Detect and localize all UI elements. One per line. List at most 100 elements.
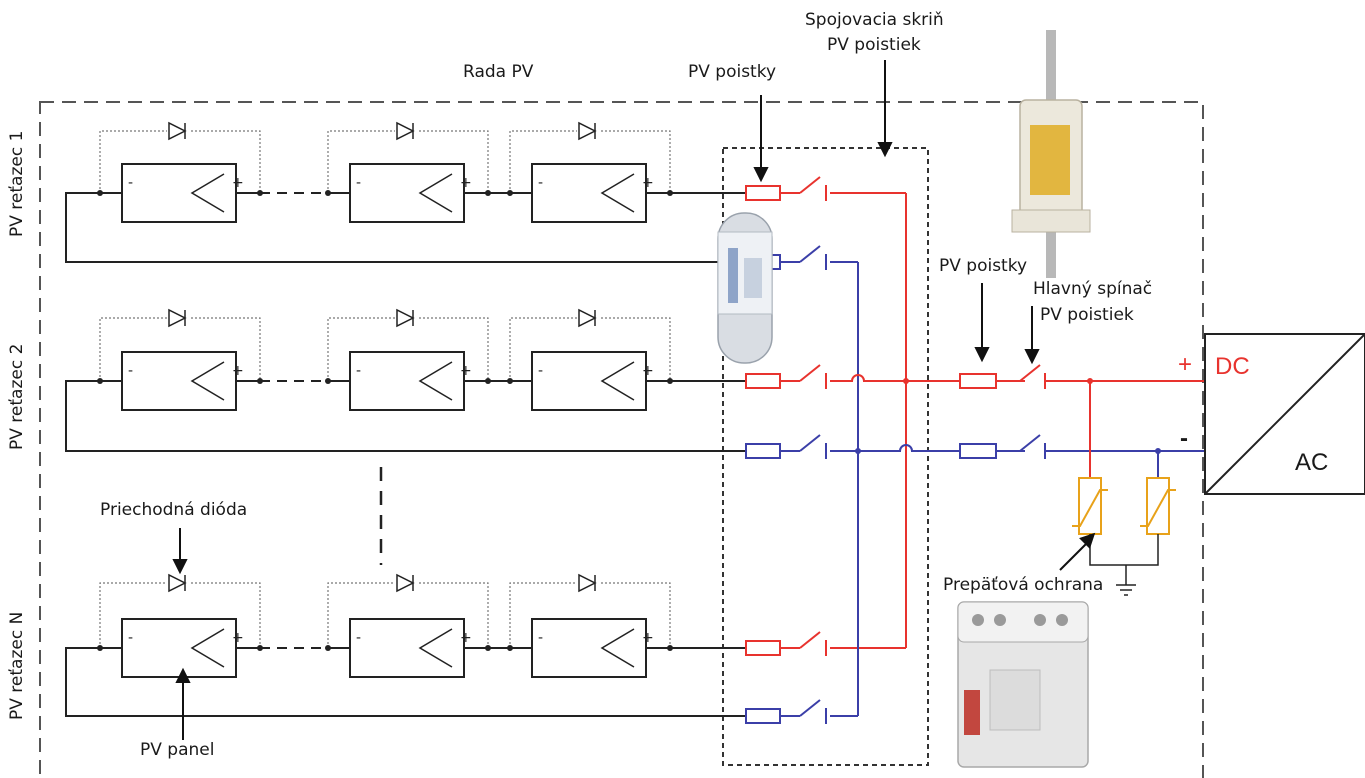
string-fuse-negative bbox=[745, 443, 781, 459]
diode-icon bbox=[578, 308, 597, 328]
node bbox=[485, 190, 491, 196]
bypass-wire bbox=[509, 317, 577, 381]
main-switch-negative bbox=[1019, 434, 1205, 459]
pv-panel bbox=[121, 163, 237, 223]
pv-cell-icon bbox=[600, 173, 635, 213]
pv-cell-icon bbox=[190, 628, 225, 668]
bypass-wire bbox=[601, 582, 671, 648]
string-switch-negative bbox=[799, 699, 821, 717]
junction bbox=[855, 448, 861, 454]
ground-icon bbox=[1116, 584, 1136, 596]
combiner-box-frame bbox=[722, 147, 929, 766]
pv-cell-icon bbox=[600, 361, 635, 401]
pv-panel bbox=[349, 351, 465, 411]
panel-plus: + bbox=[460, 363, 472, 379]
main-switch-positive bbox=[1019, 364, 1205, 389]
pv-panel bbox=[531, 163, 647, 223]
negative-main-line bbox=[830, 444, 1025, 452]
main-switch-label-2: PV poistiek bbox=[1040, 305, 1134, 325]
panel-minus: - bbox=[128, 630, 133, 646]
panel-plus: + bbox=[642, 630, 654, 646]
plus-sign: + bbox=[1178, 351, 1192, 378]
diode-icon bbox=[396, 121, 415, 141]
cylindrical-fuse-image bbox=[717, 212, 773, 364]
panel-plus: + bbox=[642, 363, 654, 379]
bypass-wire bbox=[191, 582, 261, 648]
pv-panel-label: PV panel bbox=[140, 740, 214, 760]
rada-pv-label: Rada PV bbox=[463, 62, 534, 82]
string-label-n: PV reťazec N bbox=[7, 612, 27, 720]
pv-cell-icon bbox=[190, 361, 225, 401]
diode-icon bbox=[578, 121, 597, 141]
node bbox=[667, 190, 673, 196]
pv-panel bbox=[121, 351, 237, 411]
node bbox=[507, 378, 513, 384]
string-fuse-positive bbox=[745, 640, 781, 656]
bypass-wire bbox=[191, 130, 261, 193]
bypass-wire bbox=[419, 130, 489, 193]
pv-panel bbox=[349, 618, 465, 678]
diode-icon bbox=[578, 573, 597, 593]
junction bbox=[903, 378, 909, 384]
node bbox=[667, 645, 673, 651]
pv-cell-icon bbox=[600, 628, 635, 668]
pv-strings: -+-+-+-+-+-+-+-+-+ bbox=[65, 121, 827, 724]
string-fuse-positive bbox=[745, 185, 781, 201]
panel-plus: + bbox=[232, 175, 244, 191]
string-fuse-positive bbox=[745, 373, 781, 389]
bypass-wire bbox=[327, 582, 395, 648]
minus-sign: - bbox=[1180, 425, 1188, 452]
node bbox=[257, 378, 263, 384]
diode-icon bbox=[396, 573, 415, 593]
pv-panel bbox=[121, 618, 237, 678]
bypass-wire bbox=[327, 317, 395, 381]
string-label-2: PV reťazec 2 bbox=[7, 344, 27, 450]
panel-minus: - bbox=[128, 175, 133, 191]
pv-cell-icon bbox=[190, 173, 225, 213]
panel-minus: - bbox=[538, 175, 543, 191]
ac-label: AC bbox=[1295, 449, 1328, 476]
bypass-wire bbox=[191, 317, 261, 381]
string-switch-negative bbox=[799, 434, 821, 452]
bypass-wire bbox=[509, 130, 577, 193]
return-wire bbox=[65, 380, 750, 452]
string-switch-negative bbox=[799, 245, 821, 263]
bypass-wire bbox=[99, 582, 167, 648]
panel-minus: - bbox=[356, 630, 361, 646]
diode-icon bbox=[168, 121, 187, 141]
panel-minus: - bbox=[538, 630, 543, 646]
node bbox=[507, 645, 513, 651]
node bbox=[325, 190, 331, 196]
bypass-wire bbox=[601, 317, 671, 381]
return-wire bbox=[65, 647, 750, 717]
nh-fuse-image bbox=[1011, 30, 1091, 278]
bypass-wire bbox=[509, 582, 577, 648]
panel-minus: - bbox=[538, 363, 543, 379]
node bbox=[325, 645, 331, 651]
panel-plus: + bbox=[232, 363, 244, 379]
bypass-wire bbox=[327, 130, 395, 193]
node bbox=[97, 378, 103, 384]
main-fuse-negative bbox=[959, 443, 997, 459]
return-wire bbox=[65, 192, 750, 263]
string-switch-positive bbox=[799, 364, 821, 382]
bypass-diode-label: Priechodná dióda bbox=[100, 500, 247, 520]
node bbox=[667, 378, 673, 384]
bypass-wire bbox=[601, 130, 671, 193]
pv-panel bbox=[531, 351, 647, 411]
string-label-1: PV reťazec 1 bbox=[7, 131, 27, 237]
dc-label: DC bbox=[1215, 353, 1250, 380]
main-fuse-positive bbox=[959, 373, 997, 389]
node bbox=[97, 645, 103, 651]
panel-minus: - bbox=[356, 175, 361, 191]
panel-minus: - bbox=[356, 363, 361, 379]
diode-icon bbox=[168, 573, 187, 593]
main-switch-label-1: Hlavný spínač bbox=[1033, 279, 1152, 299]
inverter bbox=[1204, 333, 1365, 495]
pv-cell-icon bbox=[418, 361, 453, 401]
string-fuse-negative bbox=[745, 708, 781, 724]
positive-main-line bbox=[830, 374, 1025, 382]
node bbox=[257, 190, 263, 196]
node bbox=[485, 378, 491, 384]
